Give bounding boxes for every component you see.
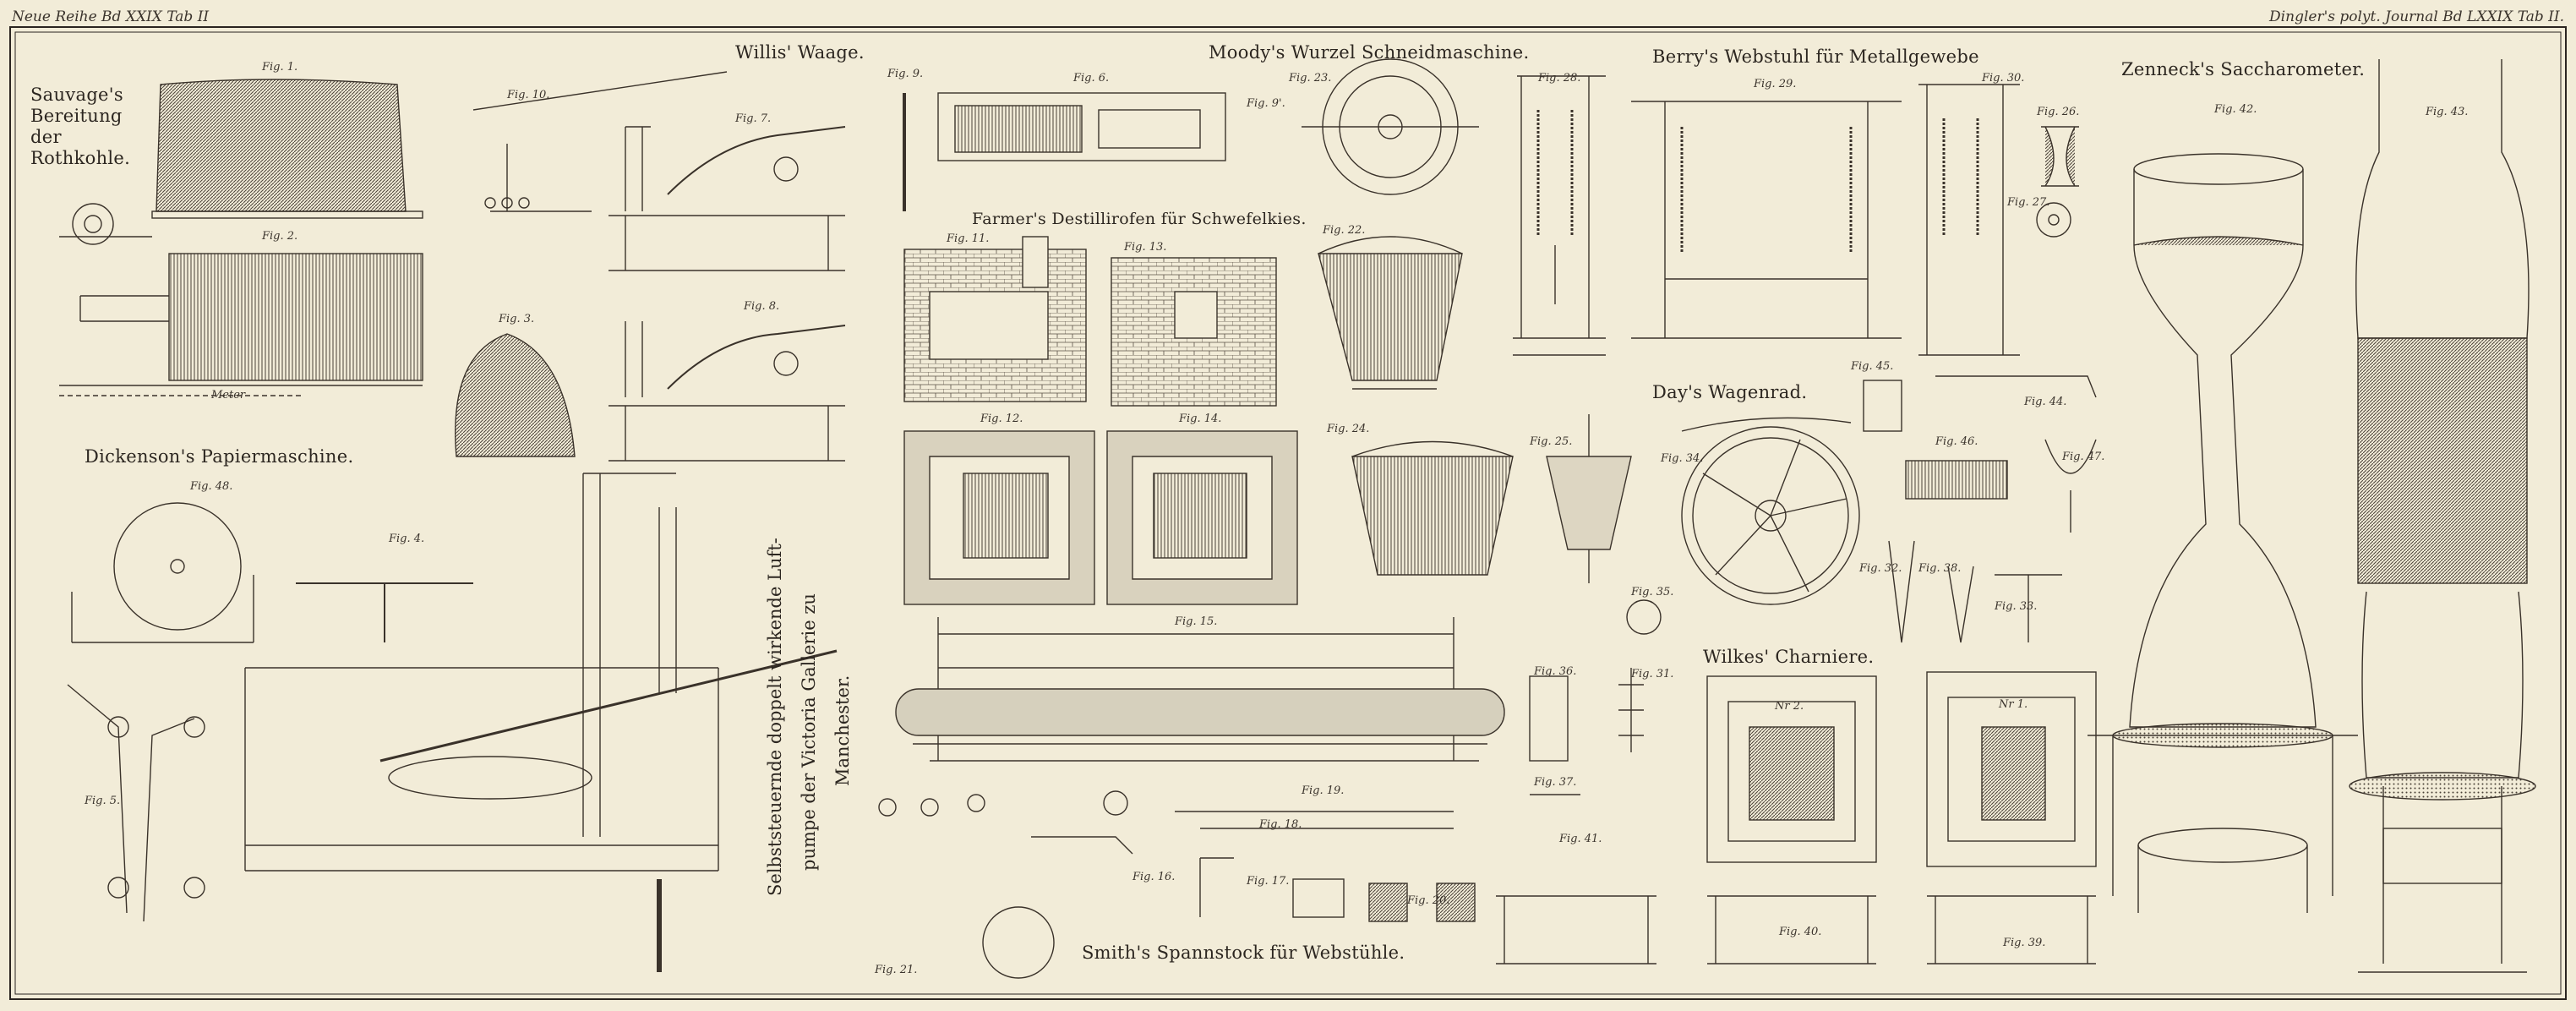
fig-label: Fig. 23.	[1289, 72, 1332, 85]
fig-label: Nr 1.	[1999, 698, 2028, 711]
fig-label: Fig. 31.	[1631, 668, 1674, 680]
fig1-heap	[156, 79, 407, 212]
fig-label: Fig. 3.	[499, 313, 535, 325]
fig-label: Fig. 28.	[1538, 72, 1581, 85]
fig-label: Fig. 13.	[1124, 241, 1167, 254]
fig-label: Fig. 4.	[389, 533, 425, 545]
title-sauvage: Sauvage's Bereitung der Rothkohle.	[30, 85, 131, 168]
fig-label: Fig. 25.	[1530, 435, 1573, 448]
fig-label: Fig. 35.	[1631, 586, 1674, 598]
fig-label: Fig. 17.	[1247, 875, 1290, 888]
title-pump-line1: Selbststeuernde doppelt wirkende Luft-	[765, 538, 785, 896]
fig24-basket	[1351, 456, 1514, 576]
fig-label: Fig. 21.	[875, 964, 918, 976]
fig-label: Fig. 48.	[190, 480, 233, 493]
fig21-wheel	[982, 906, 1055, 979]
fig48-roll	[113, 502, 242, 631]
fig-label: Fig. 6.	[1073, 72, 1110, 85]
header-journal-right: Dingler's polyt. Journal Bd LXXIX Tab II…	[2269, 8, 2564, 25]
plate-border	[9, 26, 2567, 1000]
title-day: Day's Wagenrad.	[1652, 382, 1808, 402]
fig-label: Fig. 9'.	[1247, 97, 1285, 110]
fig-label: Fig. 14.	[1179, 413, 1222, 425]
fig-label: Fig. 42.	[2214, 103, 2257, 116]
title-farmer: Farmer's Destillirofen für Schwefelkies.	[972, 210, 1307, 228]
fig-label: Fig. 9.	[887, 68, 924, 80]
fig-label: Fig. 47.	[2062, 451, 2105, 463]
fig-label: Fig. 22.	[1323, 224, 1366, 237]
fig-label: Fig. 26.	[2037, 106, 2080, 118]
fig-label: Fig. 44.	[2024, 396, 2067, 408]
fig22-basket	[1318, 253, 1463, 381]
fig-label: Fig. 36.	[1534, 665, 1577, 678]
fig-label: Fig. 46.	[1935, 435, 1978, 448]
fig-label: Fig. 37.	[1534, 776, 1577, 789]
fig-label: Fig. 11.	[947, 232, 990, 245]
fig-label: Fig. 27.	[2007, 196, 2050, 209]
fig-label: Nr 2.	[1775, 700, 1804, 713]
fig-label: Fig. 24.	[1327, 423, 1370, 435]
wilkes-hinge-nr1	[1926, 671, 2097, 867]
wilkes-hinge-nr2	[1706, 675, 1877, 863]
fig-label: Fig. 15.	[1175, 615, 1218, 628]
fig2-kiln-section	[168, 253, 423, 381]
fig-label: Fig. 45.	[1851, 360, 1894, 373]
fig43-cylinder	[2357, 337, 2528, 584]
fig-label: Fig. 29.	[1754, 78, 1797, 90]
scale-label: Meter	[211, 389, 246, 402]
fig-label: Fig. 1.	[262, 61, 298, 74]
fig-label: Fig. 18.	[1259, 818, 1302, 831]
fig-label: Fig. 41.	[1559, 833, 1602, 845]
fig-label: Fig. 30.	[1982, 72, 2025, 85]
fig-label: Fig. 12.	[980, 413, 1023, 425]
fig3-kiln	[455, 333, 576, 457]
fig-label: Fig. 40.	[1779, 926, 1822, 938]
title-pump-line2: pumpe der Victoria Gallerie zu	[799, 593, 819, 871]
fig-label: Fig. 32.	[1859, 562, 1902, 575]
fig-label: Fig. 20.	[1407, 894, 1450, 907]
title-willis: Willis' Waage.	[735, 42, 865, 63]
fig6-machine-plan	[937, 92, 1226, 161]
header-volume-left: Neue Reihe Bd XXIX Tab II	[12, 8, 210, 25]
title-wilkes: Wilkes' Charniere.	[1703, 647, 1875, 667]
fig-label: Fig. 16.	[1132, 871, 1176, 883]
fig-label: Fig. 33.	[1995, 600, 2038, 613]
fig-label: Fig. 10.	[507, 89, 550, 101]
fig-label: Fig. 5.	[85, 795, 121, 807]
fig-label: Fig. 38.	[1918, 562, 1962, 575]
title-dickenson: Dickenson's Papiermaschine.	[85, 446, 354, 467]
fig-label: Fig. 34.	[1661, 452, 1704, 465]
title-zenneck: Zenneck's Saccharometer.	[2121, 59, 2366, 79]
fig34-wagon-wheel	[1681, 426, 1860, 605]
fig15-roller	[895, 688, 1505, 736]
fig-label: Fig. 7.	[735, 112, 772, 125]
title-smith: Smith's Spannstock für Webstühle.	[1082, 943, 1405, 963]
title-moody: Moody's Wurzel Schneidmaschine.	[1209, 42, 1530, 63]
fig-label: Fig. 43.	[2426, 106, 2469, 118]
fig-label: Fig. 2.	[262, 230, 298, 243]
title-pump-line3: Manchester.	[832, 675, 853, 786]
fig-label: Fig. 19.	[1302, 784, 1345, 797]
fig42-vessel-top	[2133, 153, 2304, 185]
fig-label: Fig. 8.	[744, 300, 780, 313]
fig-label: Fig. 39.	[2003, 937, 2046, 949]
title-berry: Berry's Webstuhl für Metallgewebe	[1652, 46, 1979, 67]
